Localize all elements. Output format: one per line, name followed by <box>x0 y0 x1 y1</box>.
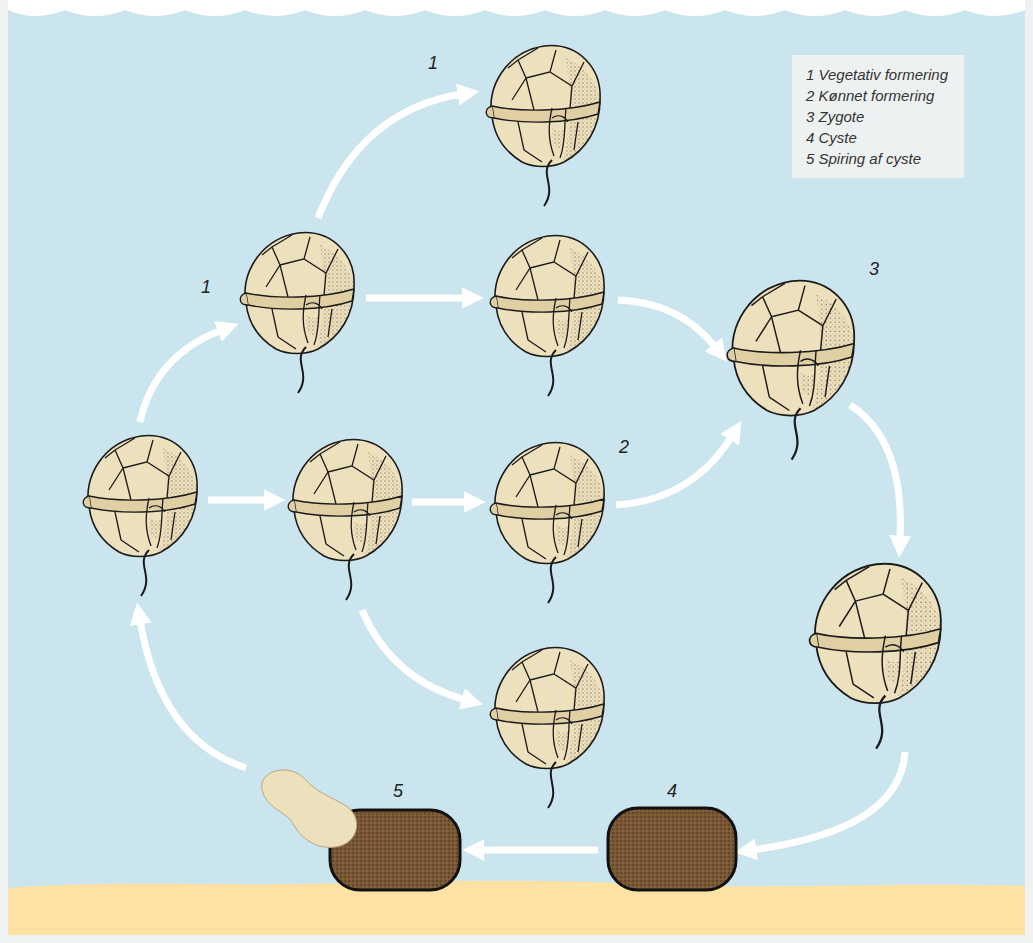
callout-number: 4 <box>667 782 677 802</box>
callout-number: 1 <box>201 278 211 298</box>
callout-number: 2 <box>619 438 629 458</box>
legend-text: 4 Cyste <box>806 127 948 148</box>
legend-text: 5 Spiring af cyste <box>806 148 948 169</box>
callout-number: 5 <box>393 782 403 802</box>
cycle-arrows <box>140 94 905 850</box>
legend-text: 1 Vegetativ formering <box>806 64 948 85</box>
legend-text: 3 Zygote <box>806 106 948 127</box>
legend-text: 2 Kønnet formering <box>806 85 948 106</box>
legend-box: 1 Vegetativ formering2 Kønnet formering3… <box>792 55 964 178</box>
callout-number: 1 <box>428 54 438 74</box>
callout-number: 3 <box>869 260 879 280</box>
